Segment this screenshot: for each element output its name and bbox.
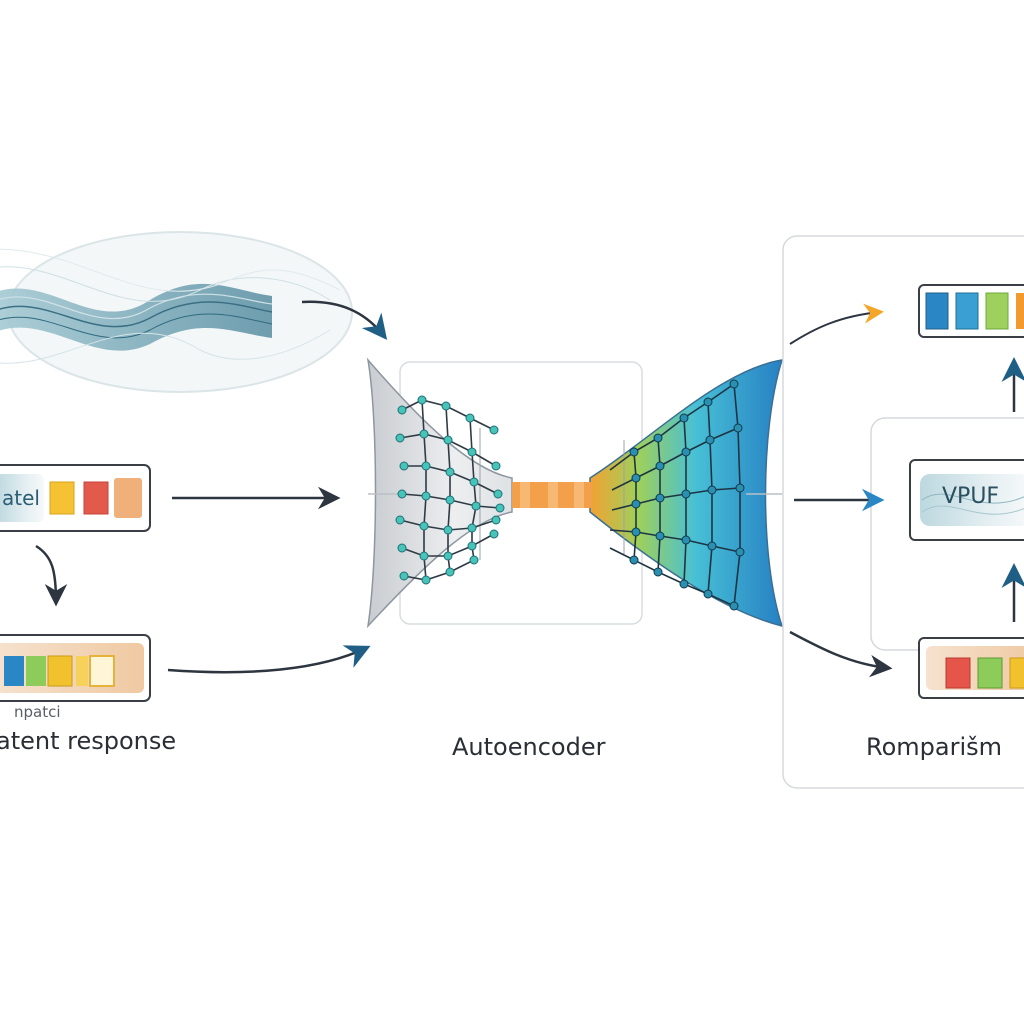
arrow-decoder-to-top-chip — [789, 303, 884, 345]
left-section-label: atent response — [0, 727, 177, 755]
autoencoder-bowtie — [366, 357, 784, 629]
input-waveform — [0, 231, 353, 393]
right-mid-chip — [909, 459, 1024, 541]
comparison-container — [782, 235, 1024, 789]
left-top-chip — [0, 464, 151, 532]
arrow-wave-to-encoder — [301, 300, 388, 340]
right-top-chip — [918, 284, 1024, 338]
comparison-label: Romparišm — [866, 733, 1003, 761]
right-mid-chip-text: VPUF — [942, 484, 1000, 509]
left-small-label: npatci — [14, 703, 61, 721]
arrow-chip-down — [35, 544, 68, 607]
left-top-chip-text: atel — [2, 486, 40, 510]
arrow-bottom-chip-to-encoder — [167, 645, 371, 674]
left-bottom-chip — [0, 634, 151, 702]
arrow-decoder-to-bottom-chip — [789, 630, 893, 678]
autoencoder-label: Autoencoder — [452, 733, 606, 761]
right-bottom-chip — [918, 637, 1024, 699]
